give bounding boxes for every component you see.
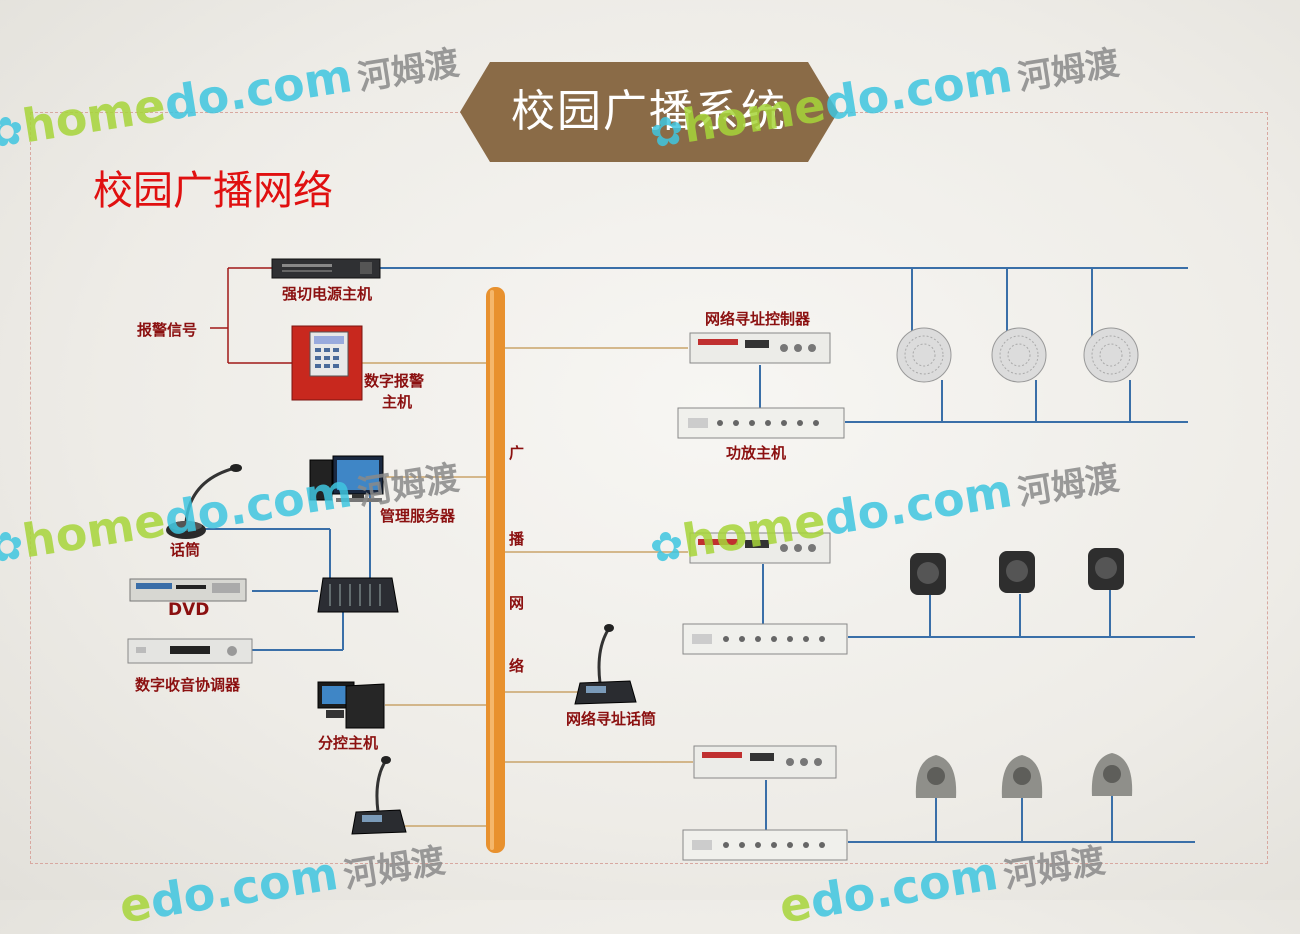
mixer-icon: [317, 577, 399, 613]
title-banner: [460, 62, 838, 162]
wall-speaker-icon: [910, 553, 946, 595]
label-digital-alarm-2: 主机: [382, 393, 413, 411]
wall-speaker-icon: [999, 551, 1035, 593]
label-tuner: 数字收音协调器: [135, 676, 241, 694]
label-alarm-signal: 报警信号: [137, 321, 198, 339]
ceiling-speaker-icon: [991, 327, 1047, 383]
gooseneck-mic-icon: [574, 624, 637, 705]
gooseneck-mic-icon: [166, 464, 242, 539]
lawn-speaker-icon: [1091, 753, 1133, 796]
page-title: 校园广播系统: [511, 86, 787, 137]
dvd-player-icon: [129, 578, 247, 602]
bus-label-char: 网: [509, 594, 525, 612]
rack-device-icon: [682, 829, 848, 861]
label-dvd: DVD: [168, 600, 210, 620]
network-diagram: [127, 258, 1195, 861]
lawn-speaker-icon: [915, 755, 957, 798]
label-power-host: 强切电源主机: [282, 285, 373, 303]
rack-device-icon: [682, 623, 848, 655]
bus-label-char: 络: [509, 657, 525, 675]
label-digital-alarm: 数字报警: [364, 372, 425, 390]
rack-device-icon: [693, 745, 837, 779]
label-sub-host: 分控主机: [318, 734, 379, 752]
broadcast-bus: [486, 287, 505, 853]
alarm-bracket: [210, 267, 292, 364]
label-mgmt-server: 管理服务器: [380, 507, 456, 525]
label-net-mic: 网络寻址话筒: [566, 710, 657, 728]
wall-speaker-icon: [1088, 548, 1124, 590]
alarm-panel-icon: [291, 325, 363, 401]
label-mic: 话筒: [170, 541, 201, 559]
computer-icon: [309, 455, 384, 502]
bus-label-char: 播: [509, 530, 525, 548]
rack-device-icon: [271, 258, 381, 279]
label-net-controller: 网络寻址控制器: [705, 310, 811, 328]
ceiling-speaker-icon: [896, 327, 952, 383]
bus-connections: [362, 347, 693, 827]
rack-device-icon: [677, 407, 845, 439]
computer-icon: [317, 681, 385, 729]
label-amp-host: 功放主机: [726, 444, 787, 462]
ceiling-speaker-icon: [1083, 327, 1139, 383]
rack-device-icon: [689, 332, 831, 364]
bus-label-char: 广: [509, 444, 525, 462]
section-subtitle: 校园广播网络: [93, 168, 333, 214]
lawn-speaker-icon: [1001, 755, 1043, 798]
tuner-icon: [127, 638, 253, 664]
gooseneck-mic-icon: [351, 756, 407, 835]
rack-device-icon: [689, 532, 831, 564]
